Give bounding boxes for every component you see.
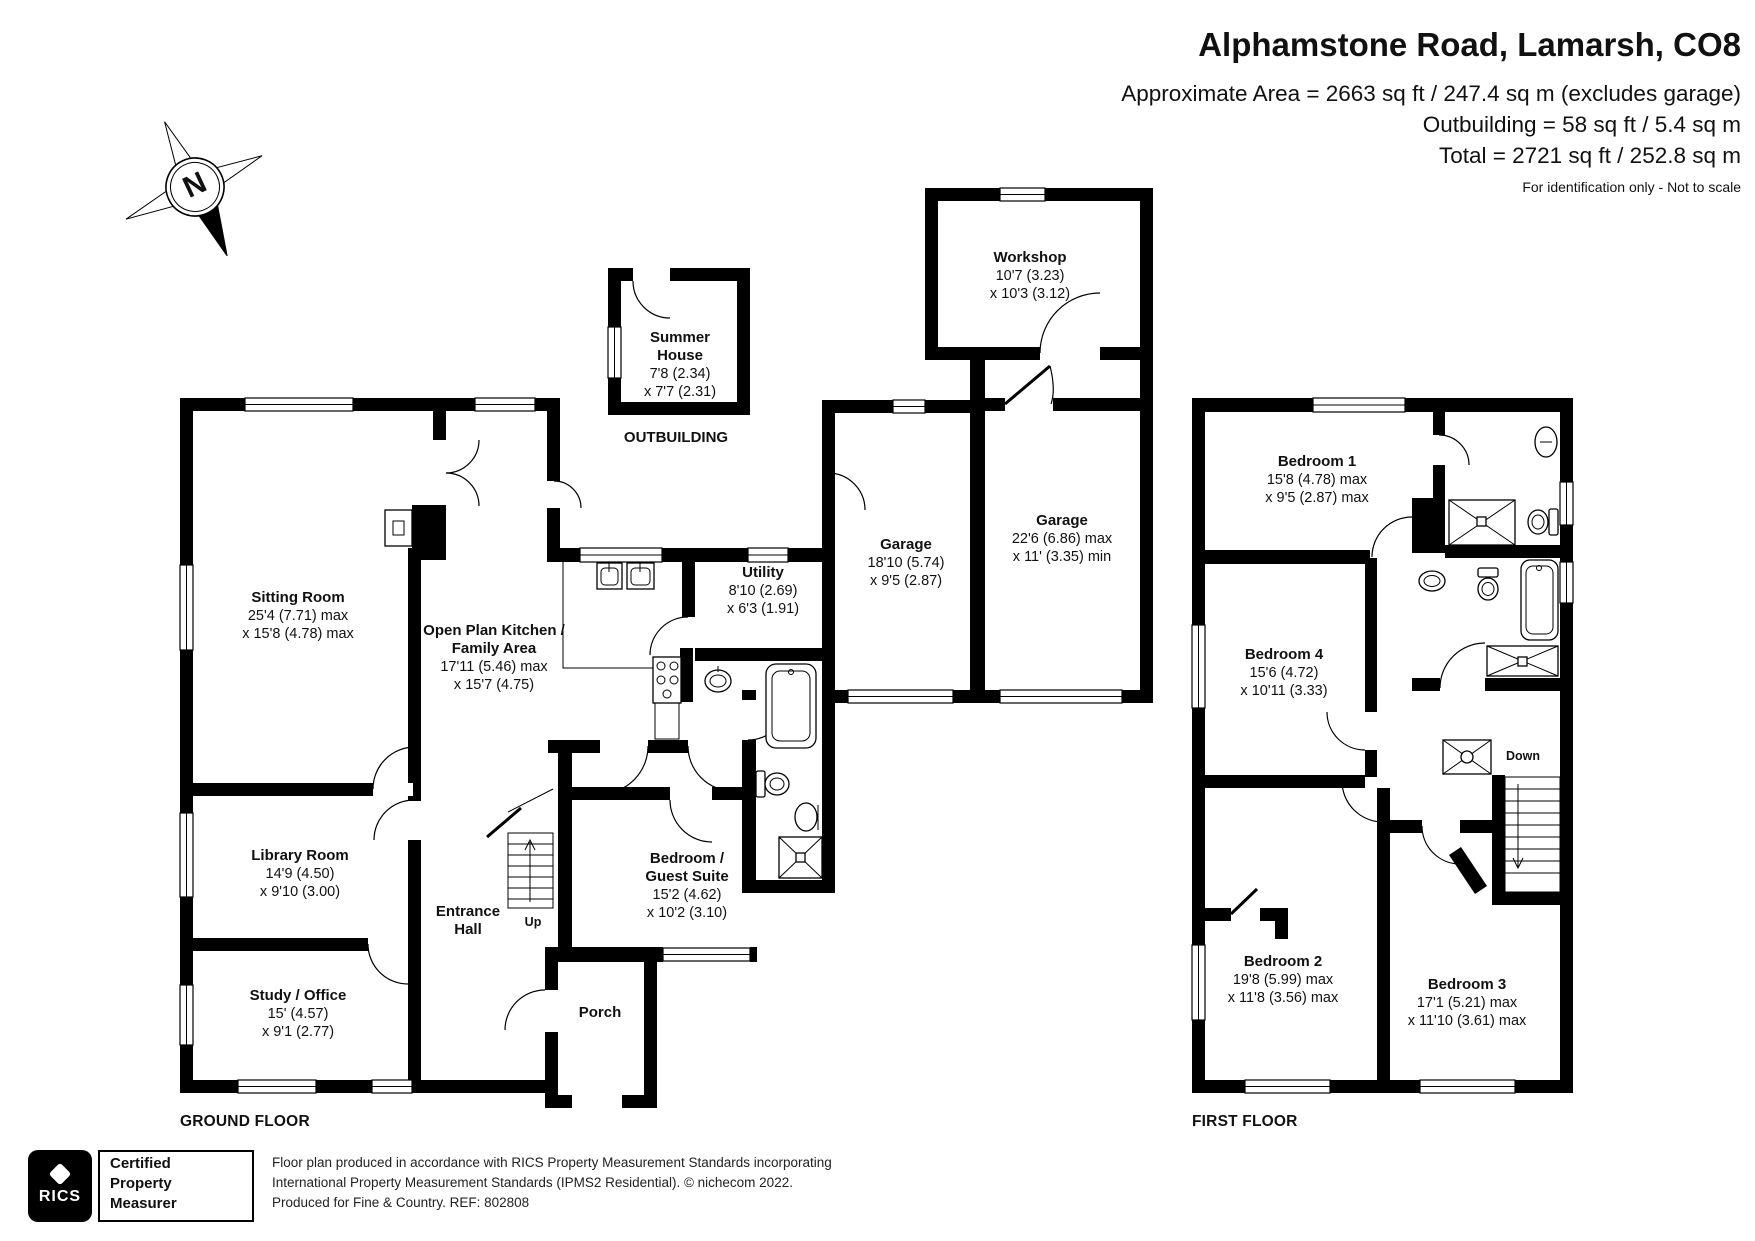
disclaimer-text: Floor plan produced in accordance with R… (272, 1155, 832, 1210)
rics-logo: RICS (28, 1150, 92, 1222)
approximate-area: Approximate Area = 2663 sq ft / 247.4 sq… (1121, 81, 1741, 106)
rics-lion-icon (48, 1162, 72, 1186)
fireplace-icon (384, 509, 413, 547)
bathroom-shower-icon (1486, 645, 1559, 677)
footer: RICS Certified Property Measurer Floor p… (28, 1150, 832, 1222)
stairs-up-label: Up (524, 915, 542, 929)
shower-icon (778, 836, 823, 879)
staircase-up (507, 788, 554, 909)
identification-note: For identification only - Not to scale (1522, 179, 1741, 195)
bathroom-sink-icon (1418, 570, 1446, 592)
outbuilding-area: Outbuilding = 58 sq ft / 5.4 sq m (1422, 112, 1741, 137)
hob-icon (652, 656, 682, 740)
certified-property-measurer-badge: Certified Property Measurer (98, 1150, 254, 1222)
compass-icon (125, 121, 263, 257)
first-floor-label: FIRST FLOOR (1192, 1113, 1298, 1130)
total-area: Total = 2721 sq ft / 252.8 sq m (1438, 143, 1741, 168)
bathroom-bath-icon (1520, 559, 1559, 641)
garage-workshop-walls (822, 188, 1153, 703)
skylight-icon (1442, 739, 1492, 775)
stairs-down-label: Down (1505, 749, 1541, 763)
ensuite-sink-icon (1534, 426, 1558, 458)
room-label-porch: Porch (578, 1004, 622, 1021)
ensuite-toilet-icon (1527, 508, 1559, 536)
kitchen-sink-icon (562, 562, 657, 669)
doors (367, 280, 1486, 1031)
ground-floor-label: GROUND FLOOR (180, 1113, 310, 1130)
staircase-down (1504, 776, 1561, 893)
sink-icon (704, 666, 732, 693)
ground-floor-walls (180, 398, 835, 1108)
bath-icon (765, 663, 817, 749)
corner-sink-icon (794, 802, 819, 832)
outbuilding-label: OUTBUILDING (623, 429, 729, 446)
plan-header: Alphamstone Road, Lamarsh, CO8 Approxima… (1121, 26, 1741, 195)
bathroom-toilet-icon (1477, 567, 1499, 601)
ensuite-shower-icon (1448, 499, 1516, 546)
page-title: Alphamstone Road, Lamarsh, CO8 (1198, 26, 1741, 63)
windows (179, 187, 1574, 1094)
first-floor-walls (1192, 398, 1573, 1093)
toilet-icon (755, 770, 790, 798)
